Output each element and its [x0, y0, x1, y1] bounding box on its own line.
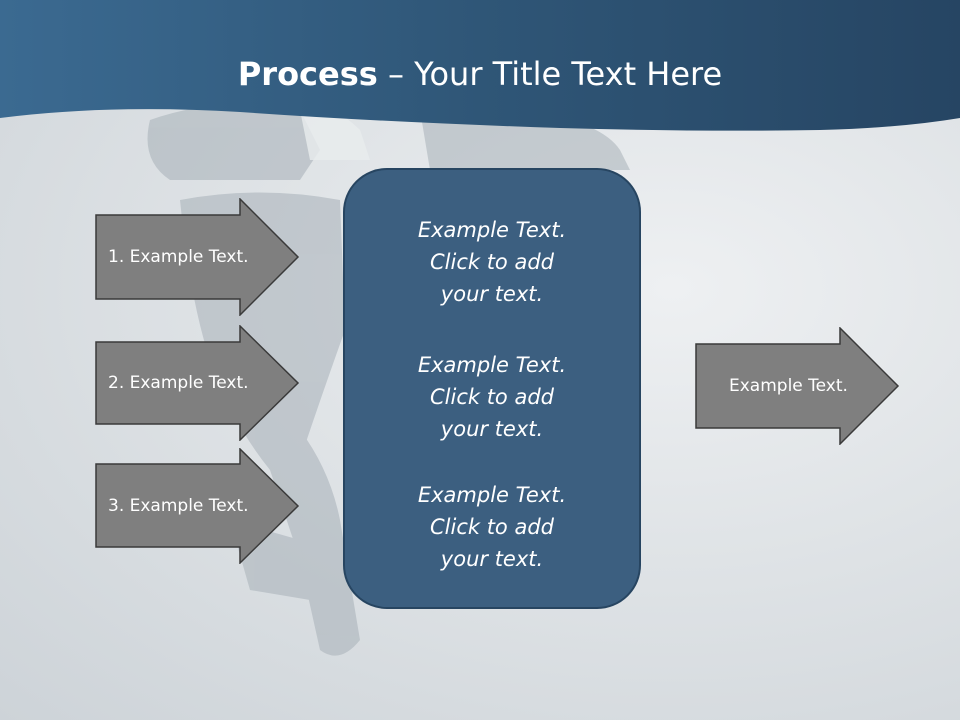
block-line: Example Text. — [417, 353, 567, 377]
block-line: Example Text. — [417, 218, 567, 242]
slide-title: Process – Your Title Text Here — [0, 52, 960, 96]
title-rest: – Your Title Text Here — [377, 55, 723, 93]
text-block-2: Example Text. Click to add your text. — [345, 349, 639, 445]
block-line: your text. — [440, 547, 544, 571]
output-arrow: Example Text. — [695, 327, 901, 445]
input-arrow-3: 3. Example Text. — [95, 448, 301, 564]
block-line: your text. — [440, 282, 544, 306]
header-band — [0, 0, 960, 131]
arrow-shape — [695, 327, 900, 445]
arrow-label: Example Text. — [729, 376, 848, 396]
text-block-3: Example Text. Click to add your text. — [345, 479, 639, 575]
block-line: Click to add — [429, 385, 554, 409]
block-line: Click to add — [429, 250, 554, 274]
input-arrow-2: 2. Example Text. — [95, 325, 301, 441]
input-arrow-1: 1. Example Text. — [95, 198, 301, 316]
arrow-shape — [95, 325, 300, 441]
arrow-shape — [95, 198, 300, 316]
title-bold: Process — [237, 55, 378, 93]
text-block-1: Example Text. Click to add your text. — [345, 214, 639, 310]
block-line: your text. — [440, 417, 544, 441]
arrow-shape — [95, 448, 300, 564]
arrow-label: 1. Example Text. — [108, 247, 249, 267]
arrow-label: 3. Example Text. — [108, 496, 249, 516]
center-panel: Example Text. Click to add your text. Ex… — [343, 168, 641, 609]
block-line: Click to add — [429, 515, 554, 539]
block-line: Example Text. — [417, 483, 567, 507]
arrow-label: 2. Example Text. — [108, 373, 249, 393]
